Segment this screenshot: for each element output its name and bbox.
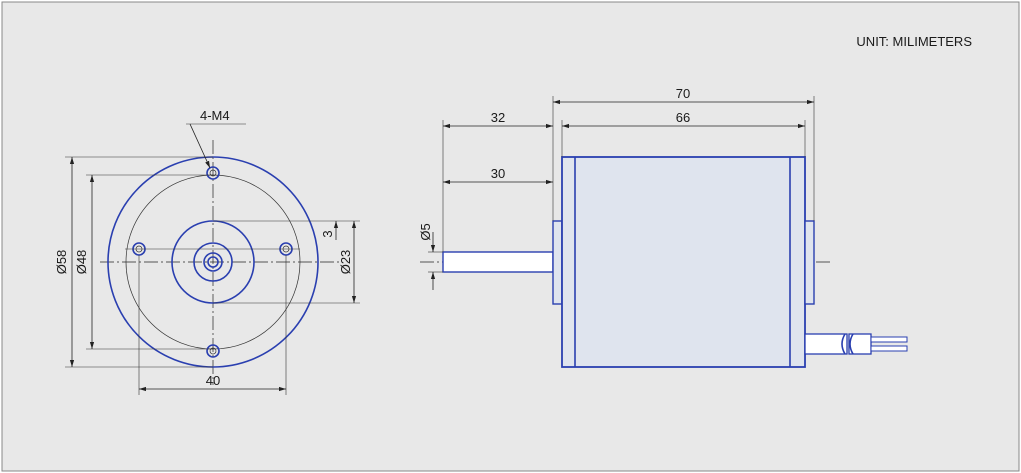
side-view: 70 66 32 30 Ø5: [418, 86, 908, 368]
dim-shaft-exposed: 30: [491, 166, 505, 181]
dim-outer-diameter: Ø58: [54, 250, 69, 275]
dim-boss-diameter: Ø23: [338, 250, 353, 275]
dim-shaft-diameter: Ø5: [418, 223, 433, 240]
dim-flange-diameter: Ø48: [74, 250, 89, 275]
motor-shaft: [442, 251, 554, 273]
motor-body: [561, 156, 806, 368]
front-flange-plate: [552, 220, 563, 305]
dim-shaft-total: 32: [491, 110, 505, 125]
thread-callout: 4-M4: [200, 108, 230, 123]
unit-note: UNIT: MILIMETERS: [856, 34, 972, 49]
dim-body-length: 66: [676, 110, 690, 125]
dim-boss-height: 3: [320, 230, 335, 237]
rear-cap: [804, 220, 815, 305]
dim-total-length: 70: [676, 86, 690, 101]
front-view: 4-M4 Ø58 Ø48 Ø23 3 40: [54, 108, 360, 395]
dim-hole-spacing: 40: [206, 373, 220, 388]
lead-wires: [804, 333, 908, 355]
